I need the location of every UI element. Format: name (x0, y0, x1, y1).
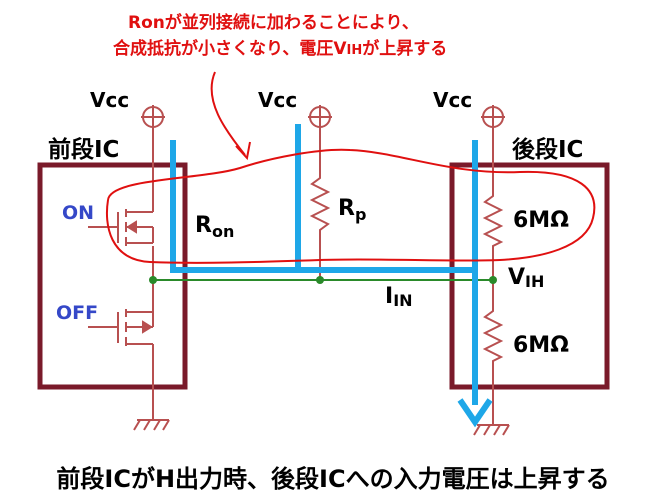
upper-6m-label: 6MΩ (513, 208, 569, 233)
rp-label-sub: p (355, 205, 366, 224)
vcc-symbol-right (481, 105, 505, 129)
vih-label-sub: IH (525, 272, 544, 291)
annotation-pointer-head (235, 141, 251, 161)
vih-label: VIH (508, 265, 544, 291)
node-dot-mid (316, 276, 324, 284)
vcc-label-mid: Vcc (258, 88, 297, 112)
vih-label-main: V (508, 265, 525, 290)
current-arrow-head (457, 398, 493, 428)
upper-6m-resistor (482, 190, 504, 250)
rp-resistor (309, 172, 331, 236)
on-label: ON (62, 202, 94, 224)
vcc-symbol-mid (308, 105, 332, 129)
off-label: OFF (56, 302, 98, 324)
vcc-label-left: Vcc (90, 88, 129, 112)
annotation-line-2: 合成抵抗が小さくなり、電圧VIHが上昇する (113, 38, 447, 59)
iin-label: IIN (385, 284, 413, 310)
vcc-symbol-left (141, 105, 165, 129)
ron-label-sub: on (212, 222, 234, 241)
current-path (170, 124, 478, 405)
iin-label-sub: IN (393, 291, 412, 310)
circuit-wires (88, 129, 494, 425)
rp-label-main: R (338, 196, 355, 221)
annotation-line-2-sub: IH (346, 43, 362, 58)
ron-label-main: R (195, 213, 212, 238)
ground-symbol-right (473, 424, 510, 436)
lower-6m-label: 6MΩ (513, 333, 569, 358)
annotation-line-2-main: 合成抵抗が小さくなり、電圧V (113, 38, 347, 59)
node-dot-left (149, 276, 157, 284)
ground-symbol-left (133, 419, 170, 431)
rp-label: Rp (338, 196, 366, 224)
annotation-line-2-end: が上昇する (362, 38, 447, 59)
annotation-pointer (210, 71, 246, 156)
off-transistor (117, 309, 154, 346)
iin-label-main: I (385, 284, 393, 309)
parallel-loop (105, 148, 596, 264)
on-transistor (117, 209, 154, 246)
lower-6m-resistor (482, 305, 504, 365)
vcc-label-right: Vcc (433, 88, 472, 112)
annotation-line-1: Ronが並列接続に加わることにより、 (128, 12, 419, 33)
front-ic-box (37, 162, 188, 390)
rear-ic-box (449, 162, 610, 390)
node-dot-right (489, 276, 497, 284)
front-ic-label: 前段IC (48, 136, 119, 163)
caption: 前段ICがH出力時、後段ICへの入力電圧は上昇する (56, 465, 609, 493)
ron-label: Ron (195, 213, 234, 241)
rear-ic-label: 後段IC (512, 136, 583, 163)
